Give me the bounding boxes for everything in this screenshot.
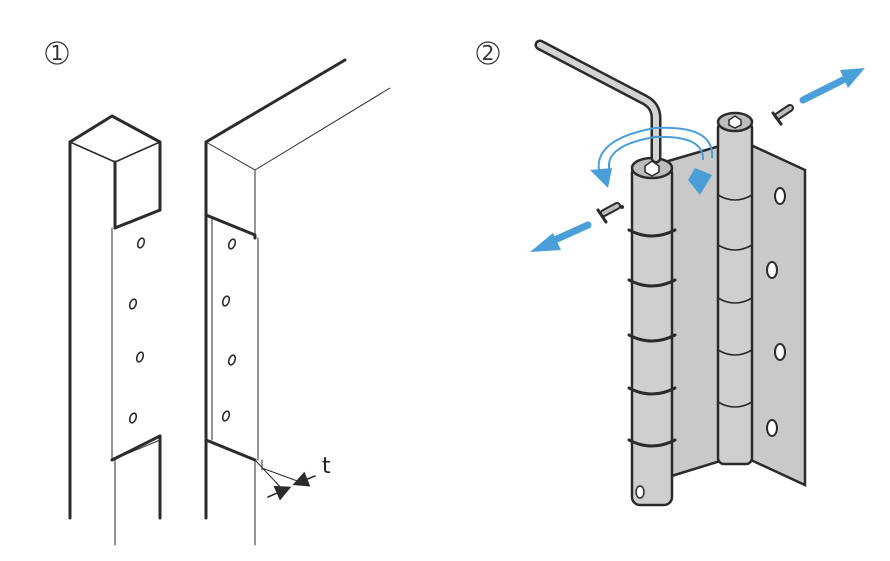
door-stile-left (68, 114, 162, 546)
thickness-dimension: t (254, 454, 331, 501)
rotate-arrow-icon (590, 126, 714, 195)
screw-hole (774, 343, 786, 361)
screw-hole (774, 187, 786, 205)
hinge-barrel-front (620, 156, 677, 507)
screw-hole (766, 419, 778, 437)
screw-hole (221, 295, 231, 307)
step-1-number: 1 (45, 41, 69, 65)
screw-hole (128, 298, 138, 310)
dimension-label-t: t (322, 454, 331, 479)
screw-hole (136, 237, 146, 249)
screw-hole (227, 354, 237, 366)
screw-hole (766, 261, 778, 279)
screw-hole (128, 412, 138, 424)
door-frame-right (204, 58, 391, 546)
screw-hole (221, 410, 231, 422)
hinge-barrel-rear (716, 111, 754, 466)
step-1-number-text: 1 (51, 41, 64, 65)
screw-hole (135, 351, 145, 363)
direction-arrow-icon (799, 68, 865, 104)
step-1-panel: 1 (45, 41, 391, 546)
screw-icon (771, 104, 794, 126)
allen-key-icon (534, 39, 662, 164)
screw-icon (596, 202, 621, 224)
screw-hole (227, 238, 237, 250)
step-2-number: 2 (476, 41, 500, 65)
step-2-panel: 2 (476, 39, 865, 507)
step-2-number-text: 2 (482, 41, 495, 65)
direction-arrow-icon (530, 221, 592, 252)
